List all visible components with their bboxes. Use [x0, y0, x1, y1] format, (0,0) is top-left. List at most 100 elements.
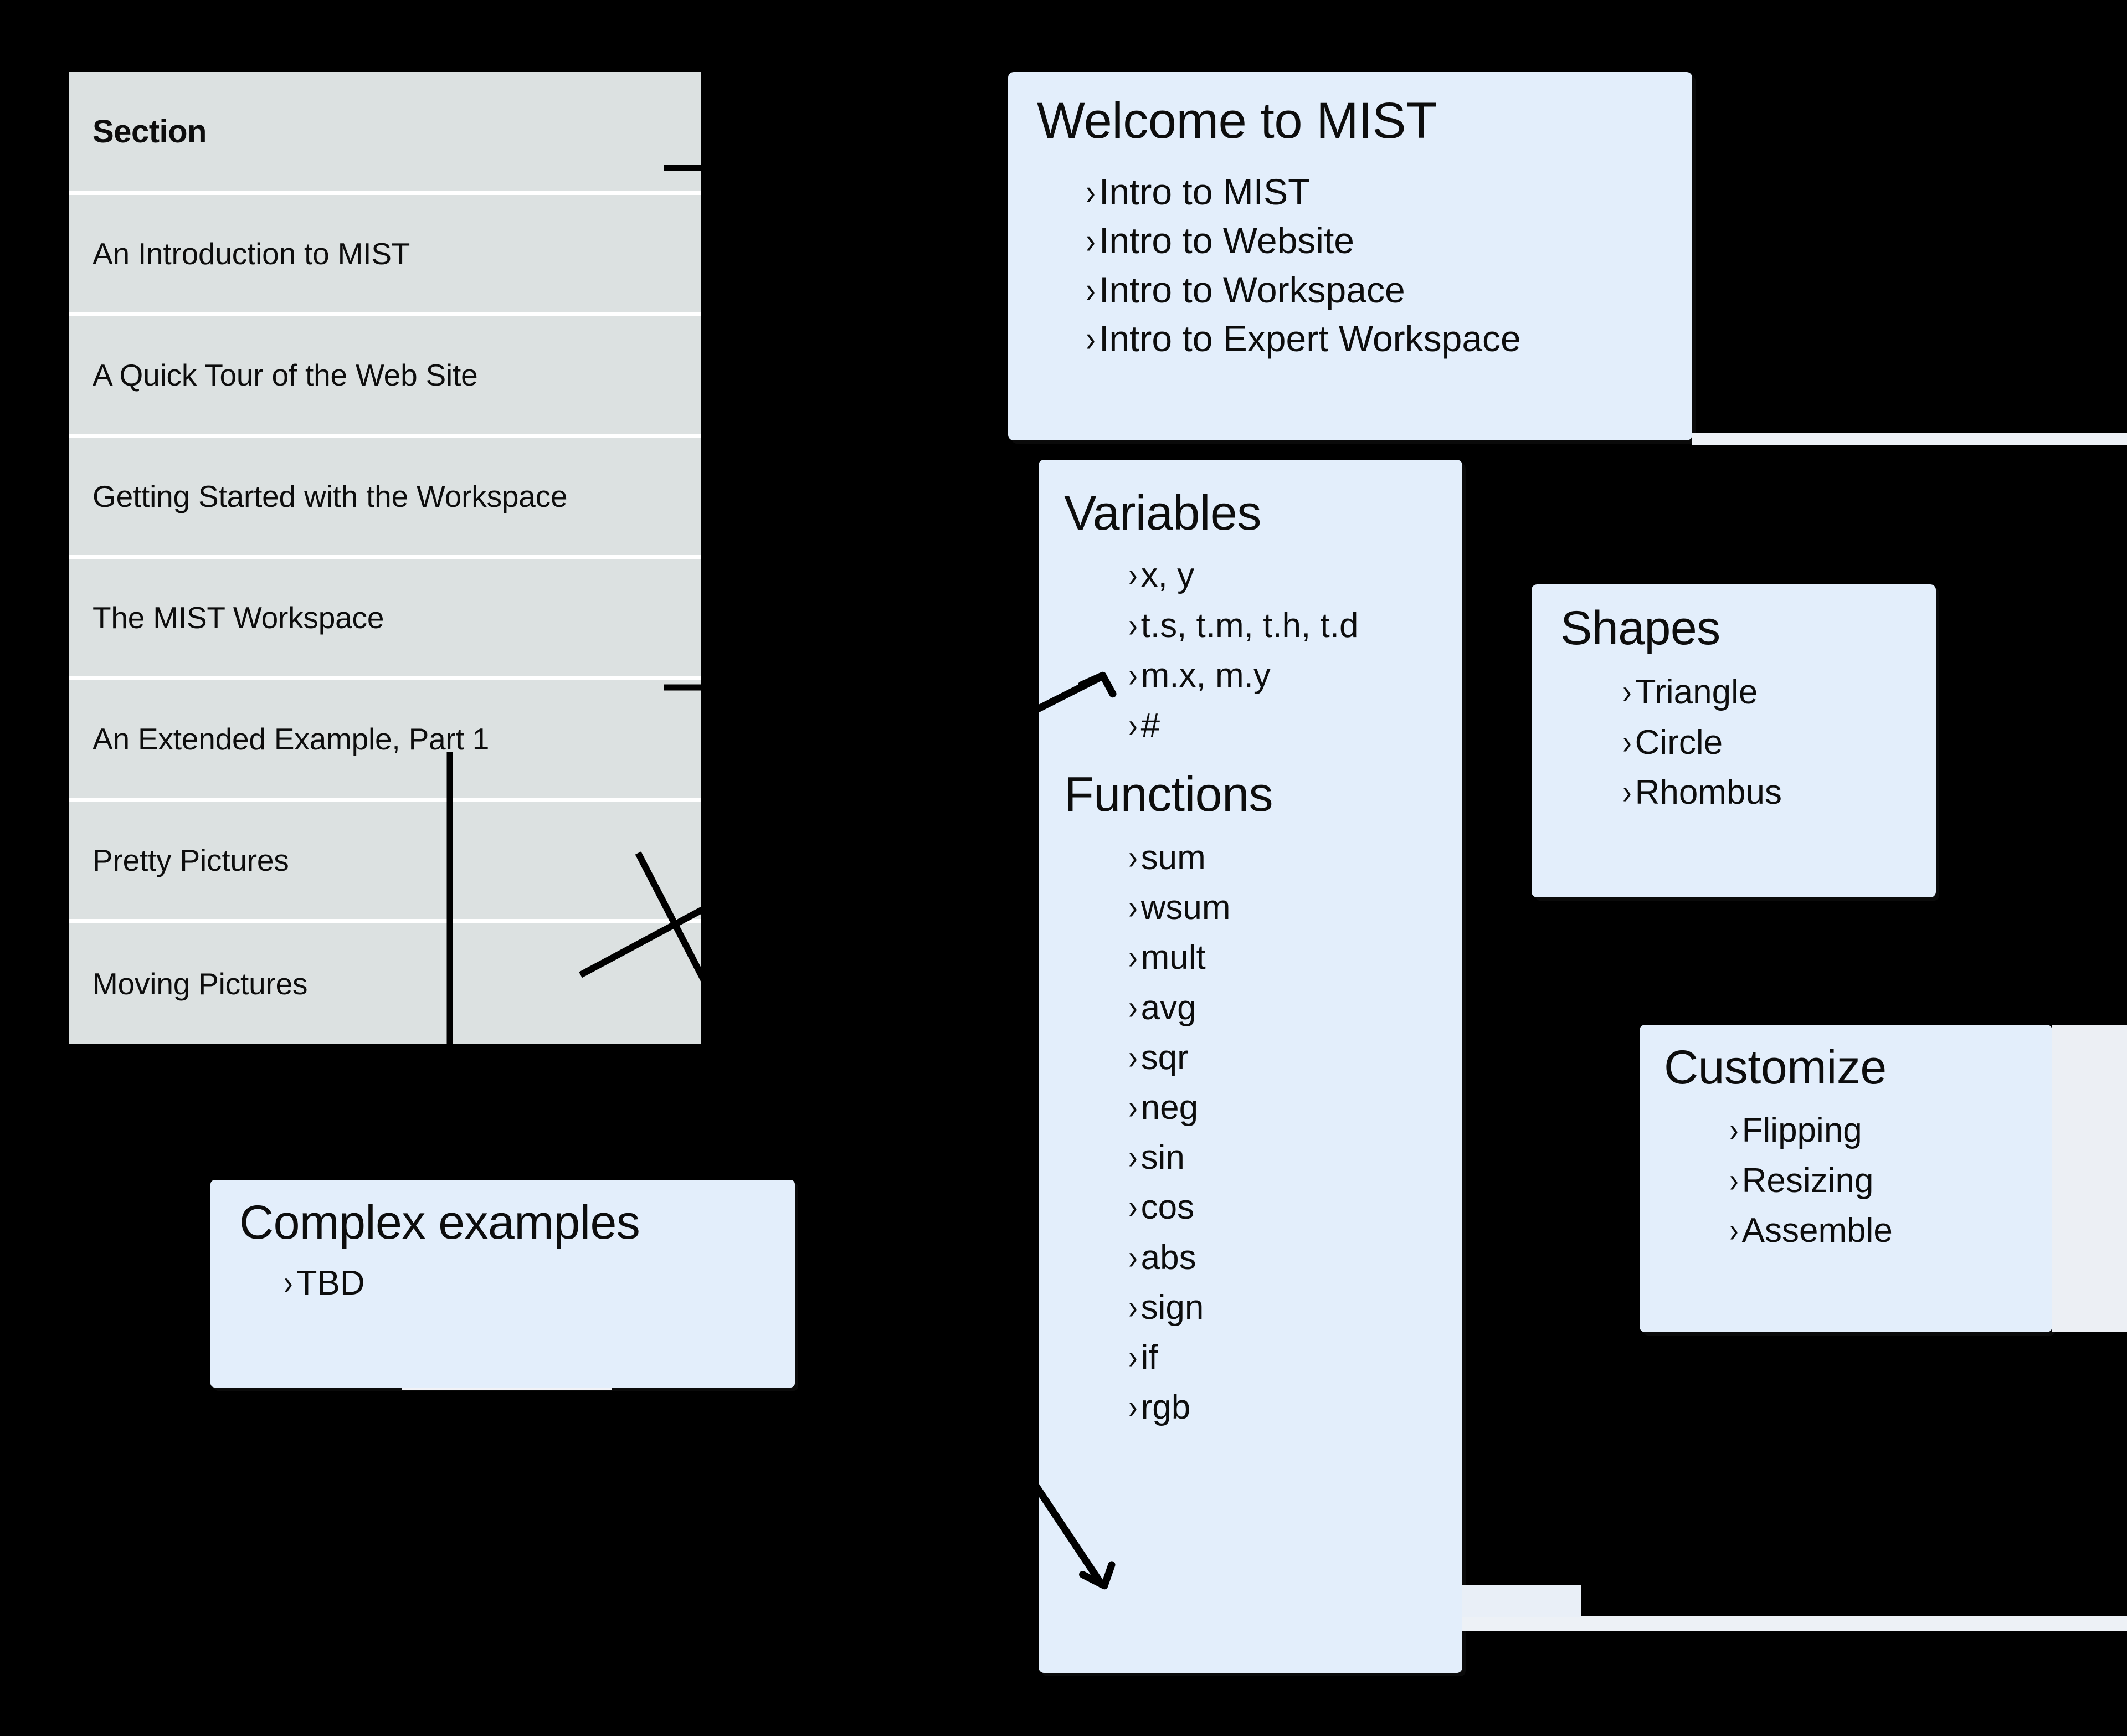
list-item[interactable]: › #: [1127, 701, 1462, 752]
list-item-label: Intro to Expert Workspace: [1098, 318, 1521, 359]
list-item[interactable]: › t.s, t.m, t.h, t.d: [1127, 601, 1462, 651]
chevron-right-icon: ›: [1128, 988, 1138, 1027]
chevron-right-icon: ›: [1128, 1238, 1138, 1277]
clipped-panel-edge-bottom: [1462, 1616, 2127, 1631]
list-item[interactable]: › wsum: [1127, 883, 1462, 933]
variables-functions-card: Variables › x, y › t.s, t.m, t.h, t.d › …: [1039, 460, 1462, 1673]
list-item[interactable]: › rgb: [1127, 1383, 1462, 1432]
chevron-right-icon: ›: [1128, 1188, 1138, 1227]
list-item[interactable]: › sin: [1127, 1133, 1462, 1183]
table-row[interactable]: Moving Pictures: [69, 923, 701, 1044]
variables-list: › x, y › t.s, t.m, t.h, t.d › m.x, m.y ›…: [1039, 537, 1462, 751]
list-item-label: TBD: [296, 1264, 365, 1302]
list-item-label: Flipping: [1741, 1111, 1862, 1149]
clipped-panel-edge-functions-right: [1462, 1585, 1581, 1617]
list-item-label: Circle: [1635, 723, 1723, 762]
chevron-right-icon: ›: [1622, 673, 1632, 711]
list-item[interactable]: › Intro to Expert Workspace: [1085, 314, 1692, 363]
table-cell-section-name: Pretty Pictures: [93, 843, 289, 877]
list-item[interactable]: › Intro to MIST: [1085, 167, 1692, 216]
table-row[interactable]: Pretty Pictures: [69, 802, 701, 923]
list-item-label: Assemble: [1741, 1211, 1893, 1250]
chevron-right-icon: ›: [1128, 888, 1138, 927]
list-item-label: x, y: [1140, 556, 1195, 594]
chevron-right-icon: ›: [1128, 606, 1138, 645]
list-item[interactable]: › Assemble: [1728, 1206, 2052, 1256]
complex-examples-card: Complex examples › TBD: [210, 1180, 795, 1388]
variables-title: Variables: [1064, 485, 1261, 540]
list-item[interactable]: › m.x, m.y: [1127, 651, 1462, 701]
list-item[interactable]: › mult: [1127, 933, 1462, 983]
chevron-right-icon: ›: [1128, 706, 1138, 745]
welcome-title: Welcome to MIST: [1037, 93, 1437, 149]
list-item-label: sqr: [1140, 1038, 1189, 1077]
list-item[interactable]: › x, y: [1127, 551, 1462, 601]
chevron-right-icon: ›: [284, 1264, 293, 1302]
table-row[interactable]: Getting Started with the Workspace: [69, 438, 701, 559]
list-item[interactable]: › sum: [1127, 833, 1462, 883]
chevron-right-icon: ›: [1128, 1088, 1138, 1127]
shapes-card: Shapes › Triangle › Circle › Rhombus: [1532, 584, 1936, 897]
list-item[interactable]: › Flipping: [1728, 1106, 2052, 1156]
list-item[interactable]: › sign: [1127, 1283, 1462, 1333]
list-item[interactable]: › Rhombus: [1621, 768, 1936, 818]
list-item[interactable]: › Intro to Website: [1085, 216, 1692, 265]
list-item-label: #: [1140, 706, 1160, 745]
table-row[interactable]: A Quick Tour of the Web Site: [69, 316, 701, 438]
table-row[interactable]: An Extended Example, Part 1: [69, 680, 701, 802]
complex-examples-group: Complex examples › TBD: [210, 1174, 964, 1401]
list-item[interactable]: › abs: [1127, 1233, 1462, 1283]
list-item-label: Intro to Workspace: [1098, 269, 1405, 310]
table-header-row: Section: [69, 72, 701, 195]
welcome-list: › Intro to MIST › Intro to Website › Int…: [1008, 146, 1692, 363]
chevron-right-icon: ›: [1622, 723, 1632, 762]
chevron-right-icon: ›: [1128, 1288, 1138, 1327]
list-item-label: t.s, t.m, t.h, t.d: [1140, 606, 1359, 645]
list-item-label: cos: [1140, 1188, 1195, 1227]
chevron-right-icon: ›: [1128, 938, 1138, 977]
table-row[interactable]: The MIST Workspace: [69, 559, 701, 680]
list-item[interactable]: › neg: [1127, 1083, 1462, 1133]
chevron-right-icon: ›: [1086, 269, 1096, 310]
customize-card: Customize › Flipping › Resizing › Assemb…: [1640, 1025, 2052, 1332]
complex-examples-title: Complex examples: [239, 1196, 640, 1249]
list-item-label: mult: [1140, 938, 1206, 977]
list-item-label: Rhombus: [1635, 773, 1782, 812]
list-item[interactable]: › cos: [1127, 1183, 1462, 1232]
list-item[interactable]: › Triangle: [1621, 667, 1936, 718]
customize-title: Customize: [1664, 1041, 1887, 1094]
chevron-right-icon: ›: [1729, 1111, 1739, 1149]
list-item[interactable]: › avg: [1127, 983, 1462, 1033]
list-item[interactable]: › Intro to Workspace: [1085, 265, 1692, 314]
chevron-right-icon: ›: [1086, 318, 1096, 359]
list-item-label: avg: [1140, 988, 1196, 1027]
list-item[interactable]: › sqr: [1127, 1033, 1462, 1083]
list-item-label: Intro to MIST: [1098, 171, 1311, 212]
shapes-title: Shapes: [1560, 602, 1720, 655]
list-item[interactable]: › if: [1127, 1333, 1462, 1383]
customize-list: › Flipping › Resizing › Assemble: [1640, 1091, 2052, 1256]
table-cell-section-name: The MIST Workspace: [93, 600, 384, 635]
clipped-panel-edge-top-right: [1692, 433, 2127, 445]
chevron-right-icon: ›: [1128, 1138, 1138, 1177]
chevron-right-icon: ›: [1128, 1338, 1138, 1377]
chevron-right-icon: ›: [1128, 839, 1138, 877]
list-item-label: m.x, m.y: [1140, 656, 1271, 695]
list-item-label: Triangle: [1635, 673, 1758, 711]
chevron-right-icon: ›: [1128, 656, 1138, 695]
table-cell-section-name: A Quick Tour of the Web Site: [93, 358, 478, 392]
table-cell-section-name: An Introduction to MIST: [93, 237, 410, 271]
chevron-right-icon: ›: [1622, 773, 1632, 812]
chevron-right-icon: ›: [1128, 556, 1138, 594]
list-item-label: sign: [1140, 1288, 1204, 1327]
list-item[interactable]: › Circle: [1621, 718, 1936, 768]
chevron-right-icon: ›: [1086, 171, 1096, 212]
list-item[interactable]: › Resizing: [1728, 1156, 2052, 1206]
table-row[interactable]: An Introduction to MIST: [69, 195, 701, 316]
list-item-label: Resizing: [1741, 1161, 1874, 1200]
list-item[interactable]: › TBD: [282, 1260, 795, 1308]
chevron-right-icon: ›: [1729, 1211, 1739, 1250]
functions-list: › sum › wsum › mult › avg › sqr › neg › …: [1039, 819, 1462, 1432]
chevron-right-icon: ›: [1086, 220, 1096, 261]
list-item-label: abs: [1140, 1238, 1196, 1277]
